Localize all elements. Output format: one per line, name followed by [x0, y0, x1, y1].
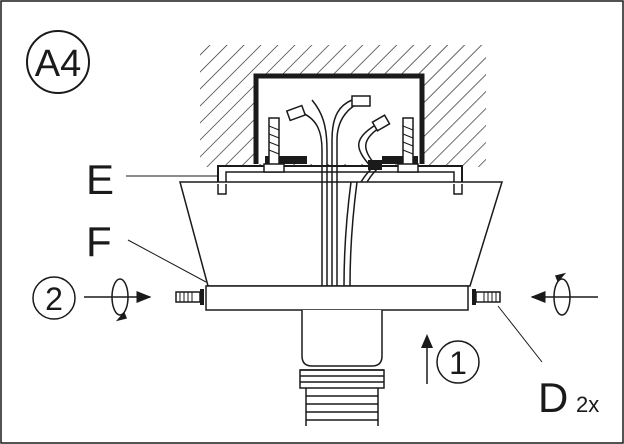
- screw-left: [175, 289, 204, 305]
- leader-d: [497, 305, 543, 363]
- part-label-e: E: [86, 156, 114, 203]
- socket: [299, 310, 385, 426]
- step-two-label: 2: [45, 281, 63, 317]
- part-label-f: F: [86, 218, 112, 265]
- push-up-arrow: [421, 334, 433, 384]
- bottom-plate: [205, 285, 469, 311]
- step-badge: A4: [26, 30, 90, 94]
- step-two-badge: 2: [32, 276, 76, 320]
- part-label-d: D: [538, 374, 568, 421]
- canopy: [179, 181, 504, 287]
- leader-f: [127, 239, 207, 283]
- part-qty-d: 2x: [576, 392, 599, 417]
- rotate-arrow-left: [84, 278, 152, 322]
- bolt-right: [397, 117, 419, 173]
- mounting-bracket: [217, 165, 463, 184]
- step-one-label: 1: [449, 345, 467, 381]
- junction-box: [253, 73, 425, 164]
- bolt-left: [263, 117, 285, 173]
- wire-connectors: [285, 95, 391, 170]
- rotate-arrow-right: [530, 272, 598, 316]
- step-label: A4: [35, 43, 81, 85]
- step-one-badge: 1: [436, 340, 480, 384]
- screw-right: [472, 289, 501, 305]
